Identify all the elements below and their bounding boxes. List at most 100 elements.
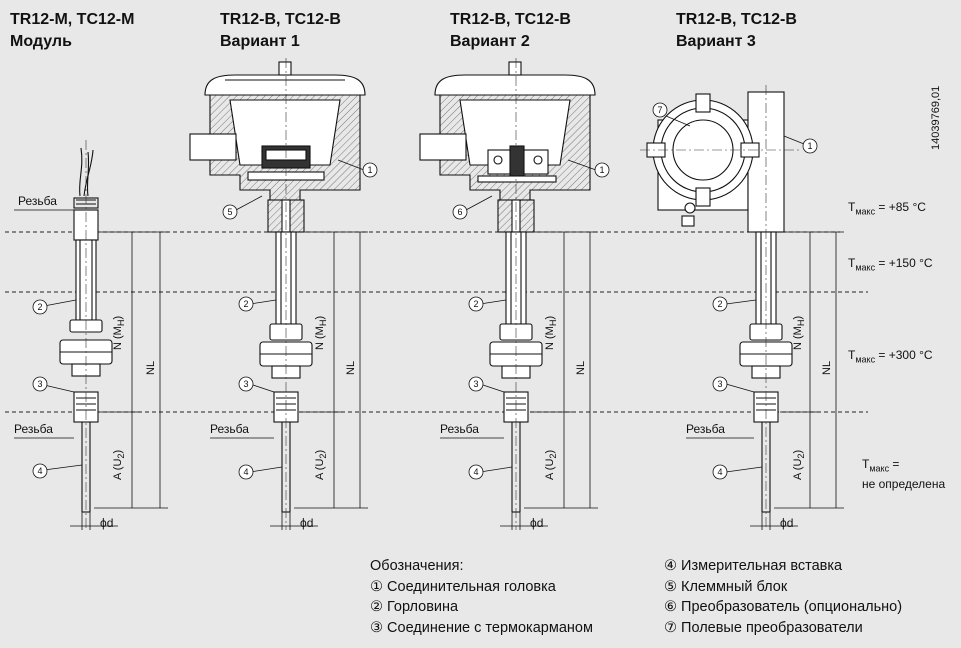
dim-a-sub: 2 [796,453,807,459]
temp-zone-4: Tмакс = не определена [862,456,945,492]
callout-4 [468,464,484,480]
dim-a-label: A (U2) [112,449,127,480]
svg-text:2: 2 [243,299,248,309]
temp-line2: не определена [862,477,946,492]
dim-n-text: N (M [544,326,556,350]
legend-title: Обозначения: [370,558,464,574]
callout-2 [238,296,254,312]
callout-3 [238,376,254,392]
temp-value: = +300 °C [875,348,933,362]
callout-1 [594,162,610,178]
temp-sub: макс [855,262,876,273]
diameter-label: ϕd [780,516,794,530]
temp-prefix: T [848,348,856,362]
dim-n-sub: H [318,319,329,327]
callout-4 [32,463,48,479]
temp-sub: макс [855,354,876,365]
dim-nl-label: NL [345,360,357,375]
dim-a-sub: 2 [548,453,559,459]
callout-6 [452,204,468,220]
temp-sub: макс [869,463,890,474]
svg-text:1: 1 [807,141,812,151]
svg-text:3: 3 [243,379,248,389]
dim-a-label: A (U2) [314,449,329,480]
dim-nl-label: NL [145,360,157,375]
callout-1 [802,138,818,154]
callout-3 [468,376,484,392]
dim-a-text: A (U [112,458,124,480]
callouts [32,102,818,480]
legend-item: ③ Соединение с термокарманом [370,619,593,636]
callout-2 [468,296,484,312]
svg-text:2: 2 [717,299,722,309]
header-line1: TR12-B, TC12-B [676,11,797,28]
header-line1: TR12-M, TC12-M [10,11,135,28]
temp-zone-2: Tмакс = +150 °C [848,256,933,272]
svg-text:3: 3 [37,379,42,389]
variant2-drawing [419,61,596,513]
legend-right: ④ Измерительная вставка ⑤ Клеммный блок … [664,556,902,638]
dim-a-label: A (U2) [792,449,807,480]
thread-label: Резьба [14,422,53,436]
temp-prefix: T [848,200,856,214]
temp-prefix: T [862,457,870,471]
legend-item: ④ Измерительная вставка [664,558,843,574]
temp-value: = [889,457,900,471]
temp-zone-1: Tмакс = +85 °C [848,200,926,216]
svg-text:2: 2 [473,299,478,309]
legend-item: ⑤ Клеммный блок [664,578,788,595]
temp-value: = +85 °C [875,200,926,214]
svg-text:1: 1 [367,165,372,175]
callout-3 [712,376,728,392]
temp-value: = +150 °C [875,256,933,270]
callout-3 [32,376,48,392]
callout-2 [712,296,728,312]
legend-item: ① Соединительная головка [370,578,556,595]
dim-n-label: N (MH) [314,315,329,350]
callout-1 [362,162,378,178]
header-line2: Вариант 3 [676,33,756,50]
temp-prefix: T [848,256,856,270]
legend-left: Обозначения: ① Соединительная головка ② … [370,556,593,638]
header-line2: Модуль [10,33,72,50]
dim-n-text: N (M [314,326,326,350]
dim-a-sub: 2 [318,453,329,459]
svg-text:5: 5 [227,207,232,217]
svg-text:4: 4 [473,467,478,477]
legend-item: ② Горловина [370,599,459,615]
callout-5 [222,204,238,220]
svg-text:2: 2 [37,302,42,312]
dim-a-text: A (U [544,458,556,480]
dim-n-label: N (MH) [792,315,807,350]
dim-n-text: N (M [112,326,124,350]
svg-text:6: 6 [457,207,462,217]
diameter-label: ϕd [530,516,544,530]
dim-n-label: N (MH) [544,315,559,350]
thread-label: Резьба [686,422,725,436]
thread-label: Резьба [210,422,249,436]
thread-label: Резьба [440,422,479,436]
dim-n-label: N (MH) [112,315,127,350]
temp-sub: макс [855,206,876,217]
dim-n-text: N (M [792,326,804,350]
dim-a-sub: 2 [116,453,127,459]
thread-label: Резьба [18,194,57,208]
svg-text:7: 7 [657,105,662,115]
callout-7 [652,102,668,118]
dim-nl-label: NL [575,360,587,375]
svg-text:4: 4 [717,467,722,477]
callout-2 [32,299,48,315]
legend-item: ⑦ Полевые преобразователи [664,619,863,636]
callout-4 [238,464,254,480]
svg-text:1: 1 [599,165,604,175]
dim-a-text: A (U [792,458,804,480]
svg-text:3: 3 [717,379,722,389]
diameter-label: ϕd [100,516,114,530]
dim-a-text: A (U [314,458,326,480]
dim-n-sub: H [548,319,559,327]
svg-text:4: 4 [243,467,248,477]
header-variant2: TR12-B, TC12-B Вариант 2 [450,9,571,53]
zone-lines [5,231,868,413]
temp-zone-3: Tмакс = +300 °C [848,348,933,364]
